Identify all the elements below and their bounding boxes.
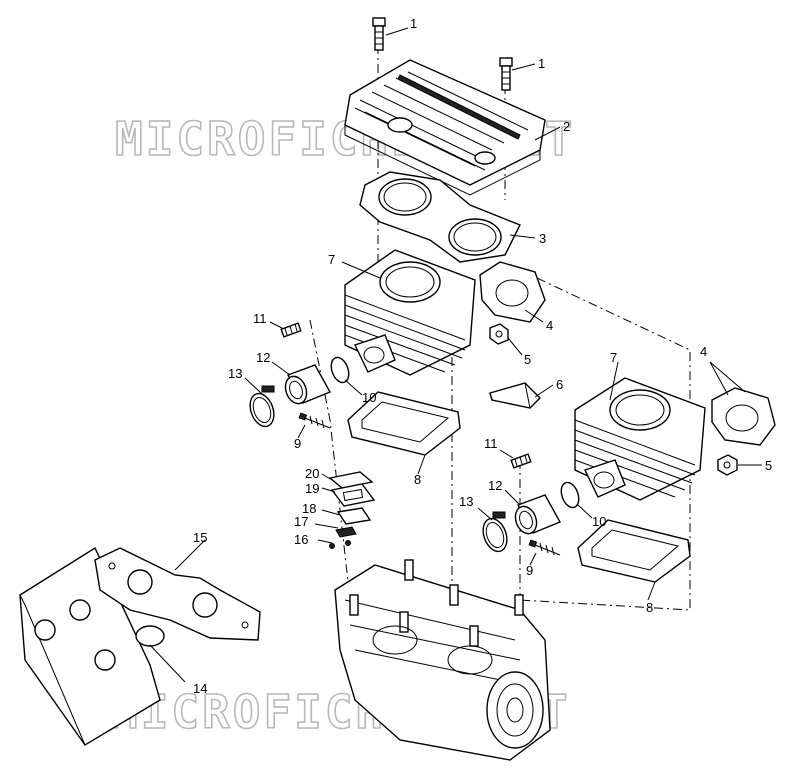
callout-9a: 9 bbox=[294, 436, 301, 451]
callout-4b: 4 bbox=[700, 344, 707, 359]
callout-15: 15 bbox=[193, 530, 207, 545]
callout-13a: 13 bbox=[228, 366, 242, 381]
callout-20: 20 bbox=[305, 466, 319, 481]
base-gasket-part-8b bbox=[577, 519, 691, 583]
heat-shield-part-14 bbox=[19, 546, 165, 746]
callout-1b: 1 bbox=[538, 56, 545, 71]
screw-part-9b bbox=[528, 539, 561, 556]
callout-4a: 4 bbox=[546, 318, 553, 333]
bracket-part-6 bbox=[489, 382, 541, 409]
callout-19: 19 bbox=[305, 481, 319, 496]
callout-1a: 1 bbox=[410, 16, 417, 31]
bolt-part-11a bbox=[280, 322, 302, 338]
callout-10b: 10 bbox=[592, 514, 606, 529]
callout-10a: 10 bbox=[362, 390, 376, 405]
cylinder-head-part-2 bbox=[344, 59, 546, 196]
callout-9b: 9 bbox=[526, 563, 533, 578]
reed-valve-stack-parts-16-20 bbox=[328, 471, 376, 549]
cylinder-part-7b bbox=[574, 377, 706, 501]
callout-11a: 11 bbox=[253, 311, 267, 326]
o-ring-part-10b bbox=[560, 481, 580, 509]
bolt-part-1b bbox=[499, 57, 513, 91]
callout-labels: 1 1 2 3 4 4 5 5 6 7 7 8 8 9 9 10 10 11 1… bbox=[193, 16, 772, 696]
intake-boot-part-12a bbox=[284, 364, 331, 405]
leader-lines bbox=[149, 27, 762, 683]
crankcase bbox=[334, 559, 551, 761]
callout-8b: 8 bbox=[646, 600, 653, 615]
callout-3: 3 bbox=[539, 231, 546, 246]
nut-part-5a bbox=[489, 323, 509, 345]
callout-13b: 13 bbox=[459, 494, 473, 509]
intake-boot-part-12b bbox=[514, 494, 561, 535]
callout-18: 18 bbox=[302, 501, 316, 516]
callout-5b: 5 bbox=[765, 458, 772, 473]
callout-11b: 11 bbox=[484, 436, 498, 451]
callout-14: 14 bbox=[193, 681, 207, 696]
callout-7a: 7 bbox=[328, 252, 335, 267]
exhaust-gasket-part-4a bbox=[479, 261, 546, 323]
base-gasket-part-8a bbox=[347, 391, 461, 456]
bolt-part-1a bbox=[372, 17, 386, 51]
screw-part-9a bbox=[298, 412, 331, 429]
callout-2: 2 bbox=[563, 119, 570, 134]
clamp-part-13a bbox=[249, 385, 275, 428]
callout-12a: 12 bbox=[256, 350, 270, 365]
callout-16: 16 bbox=[294, 532, 308, 547]
exhaust-gasket-part-15 bbox=[94, 547, 261, 641]
clamp-part-13b bbox=[482, 511, 508, 553]
callout-6: 6 bbox=[556, 377, 563, 392]
nut-part-5b bbox=[717, 454, 738, 476]
exhaust-gasket-part-4b bbox=[711, 387, 776, 446]
cylinder-part-7a bbox=[344, 249, 476, 376]
callout-5a: 5 bbox=[524, 352, 531, 367]
bolt-part-11b bbox=[510, 453, 532, 469]
head-gasket-part-3 bbox=[359, 171, 521, 263]
callout-8a: 8 bbox=[414, 472, 421, 487]
callout-7b: 7 bbox=[610, 350, 617, 365]
callout-17: 17 bbox=[294, 514, 308, 529]
callout-12b: 12 bbox=[488, 478, 502, 493]
o-ring-part-10a bbox=[330, 356, 350, 384]
